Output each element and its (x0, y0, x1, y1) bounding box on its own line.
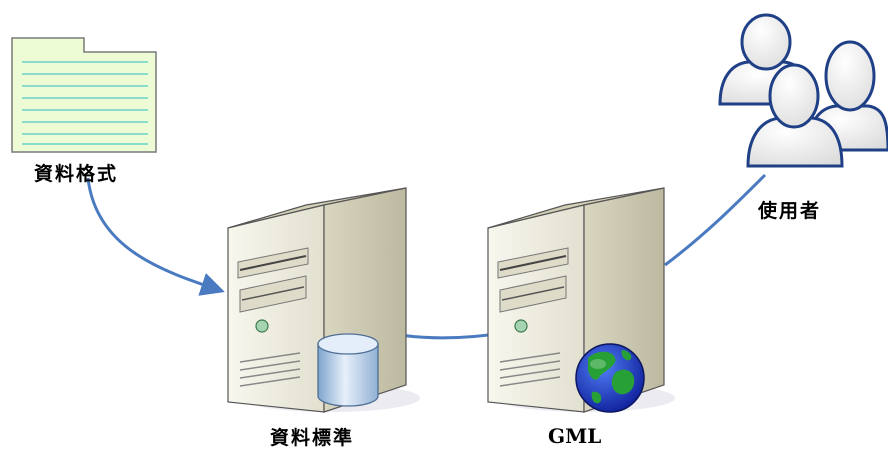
data-standard-label: 資料標準 (270, 427, 355, 449)
users-icon (718, 13, 888, 168)
users-label: 使用者 (758, 200, 822, 222)
globe-icon (575, 343, 645, 413)
database-icon (317, 333, 379, 407)
gml-label: GML (548, 424, 602, 448)
user-front (746, 63, 844, 168)
document-icon (11, 37, 157, 153)
standard-server-icon (227, 187, 420, 413)
arrow-doc-to-standard (86, 177, 225, 296)
line-gml-to-users (664, 173, 767, 267)
data-format-label: 資料格式 (34, 163, 119, 185)
